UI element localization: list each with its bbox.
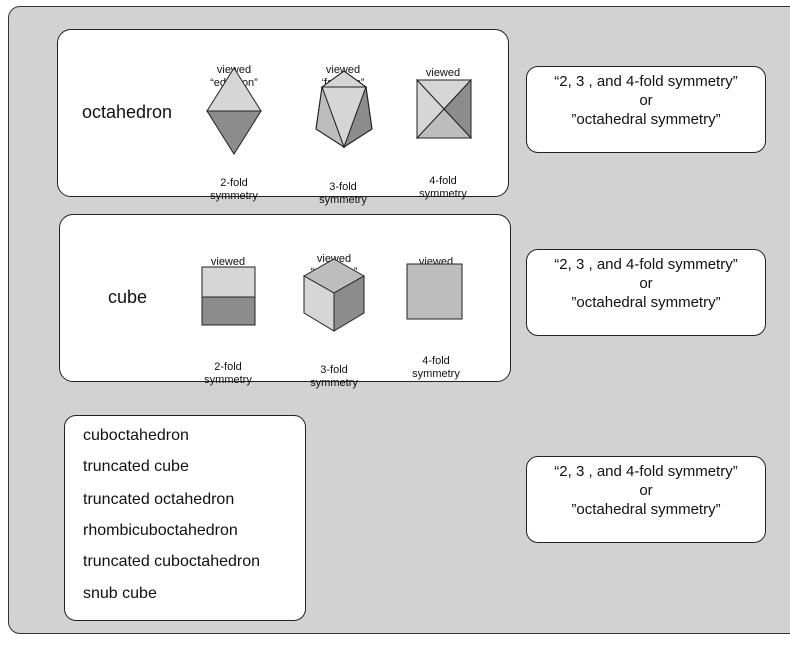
others-symmetry-box: “2, 3 , and 4-fold symmetry” or ”octahed… bbox=[526, 456, 766, 543]
octahedron-face-on-figure bbox=[315, 70, 373, 149]
list-item: cuboctahedron bbox=[83, 427, 189, 444]
list-item: truncated cube bbox=[83, 458, 189, 475]
octahedron-point-on-figure bbox=[416, 79, 472, 139]
polyhedra-list: cuboctahedron truncated cube truncated o… bbox=[64, 415, 306, 621]
cube-face-on-figure bbox=[406, 263, 463, 320]
list-item: truncated cuboctahedron bbox=[83, 553, 261, 570]
cube-symmetry-box: “2, 3 , and 4-fold symmetry” or ”octahed… bbox=[526, 249, 766, 336]
octahedron-label: octahedron bbox=[82, 102, 173, 122]
list-item: rhombicuboctahedron bbox=[83, 522, 238, 539]
octahedron-edge-on-figure bbox=[206, 67, 262, 155]
list-item: truncated octahedron bbox=[83, 491, 235, 508]
list-item: snub cube bbox=[83, 585, 157, 602]
cube-edge-on-figure bbox=[201, 266, 256, 326]
octahedron-symmetry-box: “2, 3 , and 4-fold symmetry” or ”octahed… bbox=[526, 66, 766, 153]
cube-point-on-figure bbox=[302, 258, 366, 332]
cube-label: cube bbox=[108, 287, 148, 307]
